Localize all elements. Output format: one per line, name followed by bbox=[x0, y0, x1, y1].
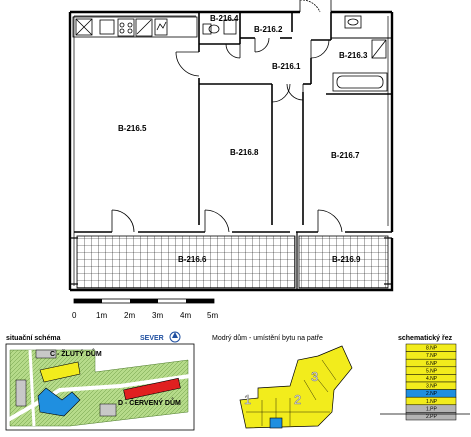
building-d-label: D - ČERVENÝ DŮM bbox=[118, 397, 181, 407]
terrace-left bbox=[76, 235, 296, 289]
room-labels: B-216.4 B-216.2 B-216.3 B-216.1 B-216.5 … bbox=[118, 14, 368, 264]
section-2: 2 bbox=[294, 392, 301, 407]
scale-tick-5: 5m bbox=[207, 311, 218, 320]
section-1: 1 bbox=[244, 392, 251, 407]
level-label: 6.NP bbox=[426, 361, 438, 367]
apartment-highlight bbox=[269, 417, 283, 429]
level-label: 4.NP bbox=[426, 376, 438, 382]
interior-walls bbox=[74, 12, 392, 290]
level-label: 5.NP bbox=[426, 368, 438, 374]
room-label-b2161: B-216.1 bbox=[272, 62, 301, 71]
placement-title: Modrý dům - umístění bytu na patře bbox=[212, 334, 323, 342]
situation-title: situační schéma bbox=[6, 335, 61, 342]
scale-tick-3: 3m bbox=[152, 311, 163, 320]
room-label-b2165: B-216.5 bbox=[118, 124, 147, 133]
kitchen-counter bbox=[72, 16, 198, 38]
floor-plan bbox=[68, 0, 394, 292]
level-label: 8.NP bbox=[426, 346, 438, 352]
bathroom-fixtures bbox=[332, 15, 388, 92]
schematic-title: schematický řez bbox=[398, 335, 453, 342]
scale-tick-4: 4m bbox=[180, 311, 191, 320]
toilet-fixture bbox=[202, 19, 237, 35]
outer-walls bbox=[68, 10, 394, 292]
room-label-b2167: B-216.7 bbox=[331, 151, 360, 160]
level-label: 1.NP bbox=[426, 399, 438, 405]
north-arrow-icon bbox=[169, 331, 181, 343]
room-label-b2168: B-216.8 bbox=[230, 148, 259, 157]
schematic-section: schematický řez 8.NP7.NP 6.NP5.NP 4.NP 3.NP… bbox=[380, 335, 470, 421]
level-label: 7.NP bbox=[426, 353, 438, 359]
situation-scheme: situační schéma SEVER C - ŽLUTÝ DŮM D - … bbox=[5, 331, 195, 431]
room-label-b2169: B-216.9 bbox=[332, 255, 361, 264]
building-c-label: C - ŽLUTÝ DŮM bbox=[50, 348, 102, 358]
section-3: 3 bbox=[311, 369, 318, 384]
level-label: 2.NP bbox=[426, 391, 438, 397]
scale-tick-0: 0 bbox=[72, 311, 77, 320]
scale-tick-1: 1m bbox=[96, 311, 107, 320]
level-box bbox=[405, 412, 457, 421]
room-label-b2163: B-216.3 bbox=[339, 51, 368, 60]
level-boxes: 8.NP7.NP 6.NP5.NP 4.NP 3.NP2.NP 1.NP1.PP 2.PP bbox=[405, 343, 457, 421]
level-label: 2.PP bbox=[426, 414, 438, 420]
room-label-b2164: B-216.4 bbox=[210, 14, 239, 23]
door-swings bbox=[111, 0, 343, 233]
terrace-right bbox=[298, 235, 389, 289]
room-label-b2166: B-216.6 bbox=[178, 255, 207, 264]
scale-bar: 0 1m 2m 3m 4m 5m bbox=[72, 298, 218, 320]
level-label: 3.NP bbox=[426, 384, 438, 390]
floor-placement: Modrý dům - umístění bytu na patře 1 2 3 bbox=[212, 334, 353, 429]
level-label: 1.PP bbox=[426, 406, 438, 412]
room-label-b2162: B-216.2 bbox=[254, 25, 283, 34]
scale-tick-2: 2m bbox=[124, 311, 135, 320]
north-label: SEVER bbox=[140, 335, 164, 342]
